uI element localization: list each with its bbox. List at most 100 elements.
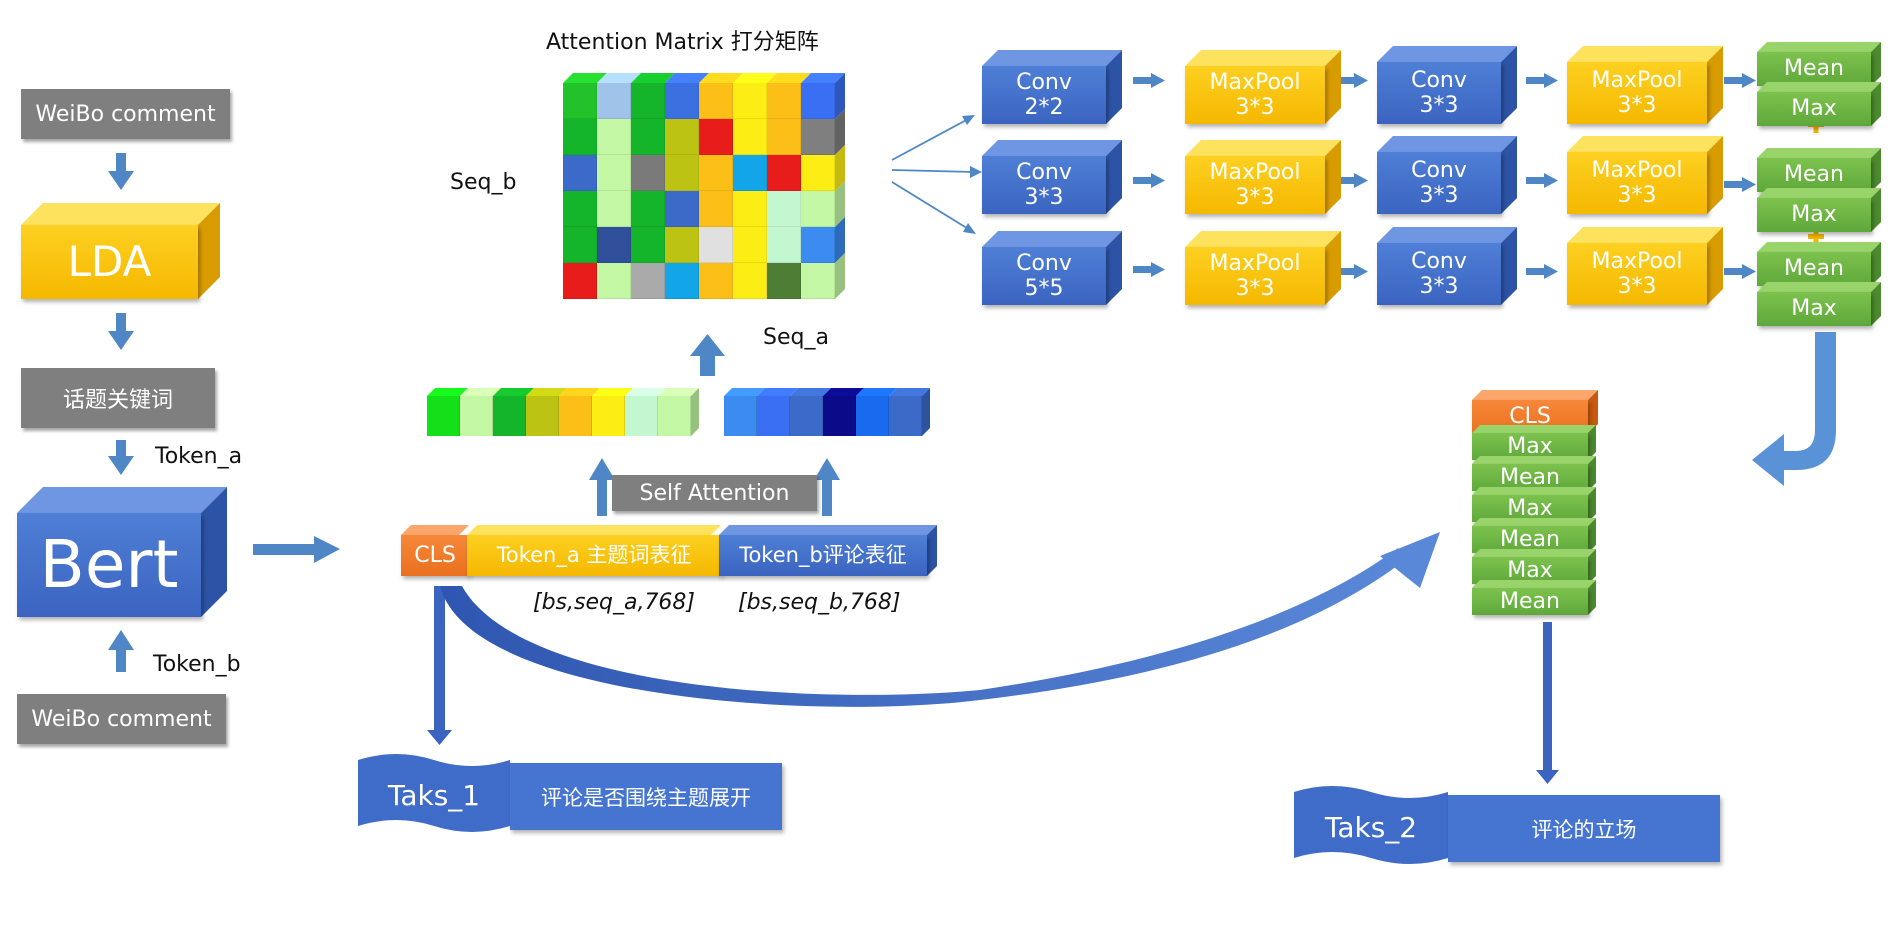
attention-matrix-grid <box>563 73 845 311</box>
matrix-cell <box>699 83 733 119</box>
sequence-token-top <box>625 388 666 396</box>
sequence-token-top <box>823 388 864 396</box>
task2-wave-flag <box>1294 786 1448 864</box>
sequence-token-cell <box>724 396 757 436</box>
matrix-cell <box>665 227 699 263</box>
matrix-cell <box>631 191 665 227</box>
matrix-cell <box>699 119 733 155</box>
task1-description: 评论是否围绕主题展开 <box>541 785 751 810</box>
right-arrow-bert-to-tokens <box>253 536 340 563</box>
stack-item-block-label: Max <box>1507 495 1553 521</box>
sequence-token-cell <box>460 396 493 436</box>
sequence-token-side <box>691 388 699 436</box>
matrix-cell <box>801 227 835 263</box>
matrix-cell <box>597 263 631 299</box>
down-arrow-cls-to-task1 <box>427 586 452 745</box>
matrix-cell <box>699 155 733 191</box>
matrix-side-cell <box>835 217 845 263</box>
sequence-token-cell <box>856 396 889 436</box>
token-b-comment-label: Token_b评论表征 <box>739 543 907 568</box>
sequence-token-cell <box>526 396 559 436</box>
task1-wave-flag <box>358 754 510 832</box>
matrix-top-cell <box>733 73 777 83</box>
matrix-cell <box>801 83 835 119</box>
sequence-token-cell <box>790 396 823 436</box>
task2-banner: Taks_2 评论的立场 <box>1294 784 1724 870</box>
down-arrow-lda-to-keywords <box>108 313 134 350</box>
stack-item-block: Max <box>1472 425 1596 460</box>
j-arrow-to-stack <box>1752 332 1836 486</box>
sequence-token-top <box>724 388 765 396</box>
sequence-token-top <box>427 388 468 396</box>
weibo-comment-top-label: WeiBo comment <box>35 101 216 127</box>
task2-description-box: 评论的立场 <box>1448 795 1720 862</box>
matrix-cell <box>563 119 597 155</box>
task1-description-box: 评论是否围绕主题展开 <box>510 763 782 830</box>
matrix-top-cell <box>631 73 675 83</box>
matrix-cell <box>665 83 699 119</box>
matrix-cell <box>665 155 699 191</box>
matrix-cell <box>597 119 631 155</box>
row-arrows <box>1133 73 1756 279</box>
matrix-cell <box>699 227 733 263</box>
matrix-cell <box>597 227 631 263</box>
sequence-token-top <box>526 388 567 396</box>
sequence-token-top <box>493 388 534 396</box>
up-arrow-token-b <box>814 458 840 516</box>
matrix-cell <box>801 263 835 299</box>
sequence-token-top <box>757 388 798 396</box>
stack-item-block: Mean <box>1472 580 1596 615</box>
lda-label: LDA <box>67 236 152 286</box>
matrix-side-cell <box>835 73 845 119</box>
matrix-top-face <box>563 73 845 83</box>
matrix-top-cell <box>665 73 709 83</box>
matrix-cell <box>563 191 597 227</box>
matrix-cell <box>631 119 665 155</box>
task2-title: Taks_2 <box>1324 810 1418 844</box>
matrix-cell <box>631 83 665 119</box>
shape-b-label: [bs,seq_b,768] <box>738 590 901 615</box>
task1-banner: Taks_1 评论是否围绕主题展开 <box>358 752 786 838</box>
sequence-token-cell <box>757 396 790 436</box>
matrix-cell <box>801 191 835 227</box>
weibo-comment-bottom-label: WeiBo comment <box>31 706 212 732</box>
matrix-cell <box>699 263 733 299</box>
plus-icon <box>1808 116 1824 245</box>
stack-item-block-label: Mean <box>1500 526 1560 552</box>
sequence-token-top <box>559 388 600 396</box>
matrix-cell <box>665 119 699 155</box>
matrix-top-cell <box>801 73 845 83</box>
stack-item-block: Mean <box>1472 456 1596 491</box>
matrix-cell <box>733 83 767 119</box>
stack-item-block-label: Mean <box>1500 464 1560 490</box>
down-arrow-keywords-to-bert <box>108 440 134 475</box>
token-a-topic-label: Token_a 主题词表征 <box>496 543 692 568</box>
sequence-token-top <box>790 388 831 396</box>
topic-keywords-label: 话题关键词 <box>62 388 173 413</box>
matrix-cell <box>733 191 767 227</box>
seq-a-label: Seq_a <box>763 325 829 350</box>
matrix-cell <box>767 227 801 263</box>
matrix-cell <box>597 83 631 119</box>
sequence-token-cell <box>889 396 922 436</box>
seq-a-token-strip <box>427 388 707 440</box>
matrix-cell <box>699 191 733 227</box>
stack-item-block: Mean <box>1472 518 1596 553</box>
matrix-top-cell <box>767 73 811 83</box>
cls-token-label: CLS <box>414 542 456 568</box>
branch-lines-matrix-to-conv <box>891 115 982 234</box>
matrix-cell <box>563 227 597 263</box>
matrix-top-cell <box>699 73 743 83</box>
matrix-cell <box>631 155 665 191</box>
matrix-cell <box>801 155 835 191</box>
sequence-token-top <box>592 388 633 396</box>
matrix-cell <box>631 227 665 263</box>
matrix-cell <box>801 119 835 155</box>
bert-block: Bert <box>17 487 227 617</box>
sequence-token-top <box>889 388 930 396</box>
matrix-cell <box>767 155 801 191</box>
sequence-token-cell <box>592 396 625 436</box>
matrix-cell <box>631 263 665 299</box>
matrix-cell <box>597 155 631 191</box>
